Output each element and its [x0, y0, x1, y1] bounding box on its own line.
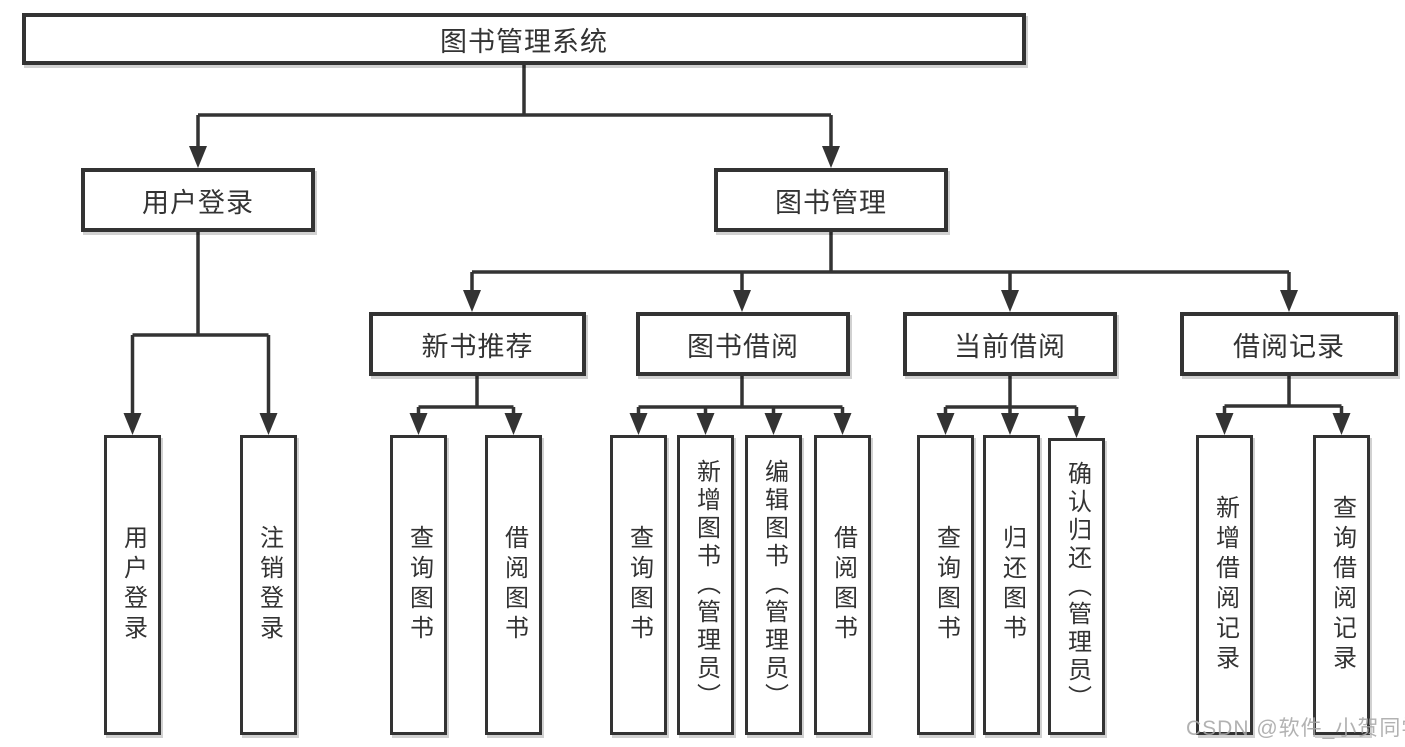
connector-line [130, 232, 271, 427]
connector-line [943, 376, 1079, 427]
connector-arrowhead [1332, 413, 1351, 435]
connector-borrowing-records-to-leaves [1215, 376, 1351, 435]
connector-line [470, 232, 1291, 304]
connector-arrowhead [696, 413, 715, 435]
connector-book-management-to-level3 [463, 232, 1298, 312]
leaf-query-books-recommend: 查询图书 [390, 435, 447, 735]
connector-arrowhead [833, 413, 852, 435]
connector-arrowhead [1001, 290, 1019, 312]
connector-arrowhead [629, 413, 648, 435]
leaf-query-borrow-record: 查询借阅记录 [1313, 435, 1370, 735]
connector-arrowhead [1215, 413, 1234, 435]
connector-new-book-recommend-to-leaves [409, 376, 523, 435]
node-root-library-management-system: 图书管理系统 [22, 13, 1026, 65]
node-new-book-recommend: 新书推荐 [369, 312, 586, 376]
connector-line [196, 65, 833, 160]
connector-arrowhead [463, 290, 481, 312]
leaf-add-borrow-record: 新增借阅记录 [1196, 435, 1253, 735]
connector-root-to-level2 [189, 65, 840, 168]
leaf-add-books-admin: 新增图书（管理员） [677, 435, 734, 735]
leaf-query-books-borrowing: 查询图书 [610, 435, 667, 735]
connector-arrowhead [764, 413, 783, 435]
leaf-user-login: 用户登录 [104, 435, 161, 735]
node-borrowing-records: 借阅记录 [1180, 312, 1398, 376]
node-current-borrowing: 当前借阅 [903, 312, 1117, 376]
connector-arrowhead [936, 413, 955, 435]
leaf-borrow-books-recommend: 借阅图书 [485, 435, 542, 735]
csdn-watermark: CSDN @软件_小贺同学 [1186, 717, 1405, 740]
connector-line [1222, 376, 1344, 427]
connector-line [416, 376, 516, 427]
connector-arrowhead [123, 413, 142, 435]
connector-arrowhead [733, 290, 751, 312]
connector-line [636, 376, 845, 427]
connector-arrowhead [1067, 416, 1086, 438]
leaf-return-books: 归还图书 [983, 435, 1040, 735]
node-user-login: 用户登录 [81, 168, 315, 232]
connector-arrowhead [259, 413, 278, 435]
leaf-query-books-current: 查询图书 [917, 435, 974, 735]
connector-arrowhead [1280, 290, 1298, 312]
connector-arrowhead [189, 146, 207, 168]
connector-arrowhead [1001, 413, 1019, 435]
connector-user-login-to-leaves [123, 232, 278, 435]
leaf-logout: 注销登录 [240, 435, 297, 735]
node-book-management: 图书管理 [714, 168, 948, 232]
node-book-borrowing: 图书借阅 [636, 312, 850, 376]
leaf-confirm-return-admin: 确认归还（管理员） [1048, 438, 1105, 735]
connector-arrowhead [504, 413, 523, 435]
connector-current-borrowing-to-leaves [936, 376, 1086, 438]
connector-arrowhead [822, 146, 840, 168]
leaf-edit-books-admin: 编辑图书（管理员） [745, 435, 802, 735]
leaf-borrow-books-borrowing: 借阅图书 [814, 435, 871, 735]
connector-book-borrowing-to-leaves [629, 376, 852, 435]
connector-arrowhead [409, 413, 428, 435]
